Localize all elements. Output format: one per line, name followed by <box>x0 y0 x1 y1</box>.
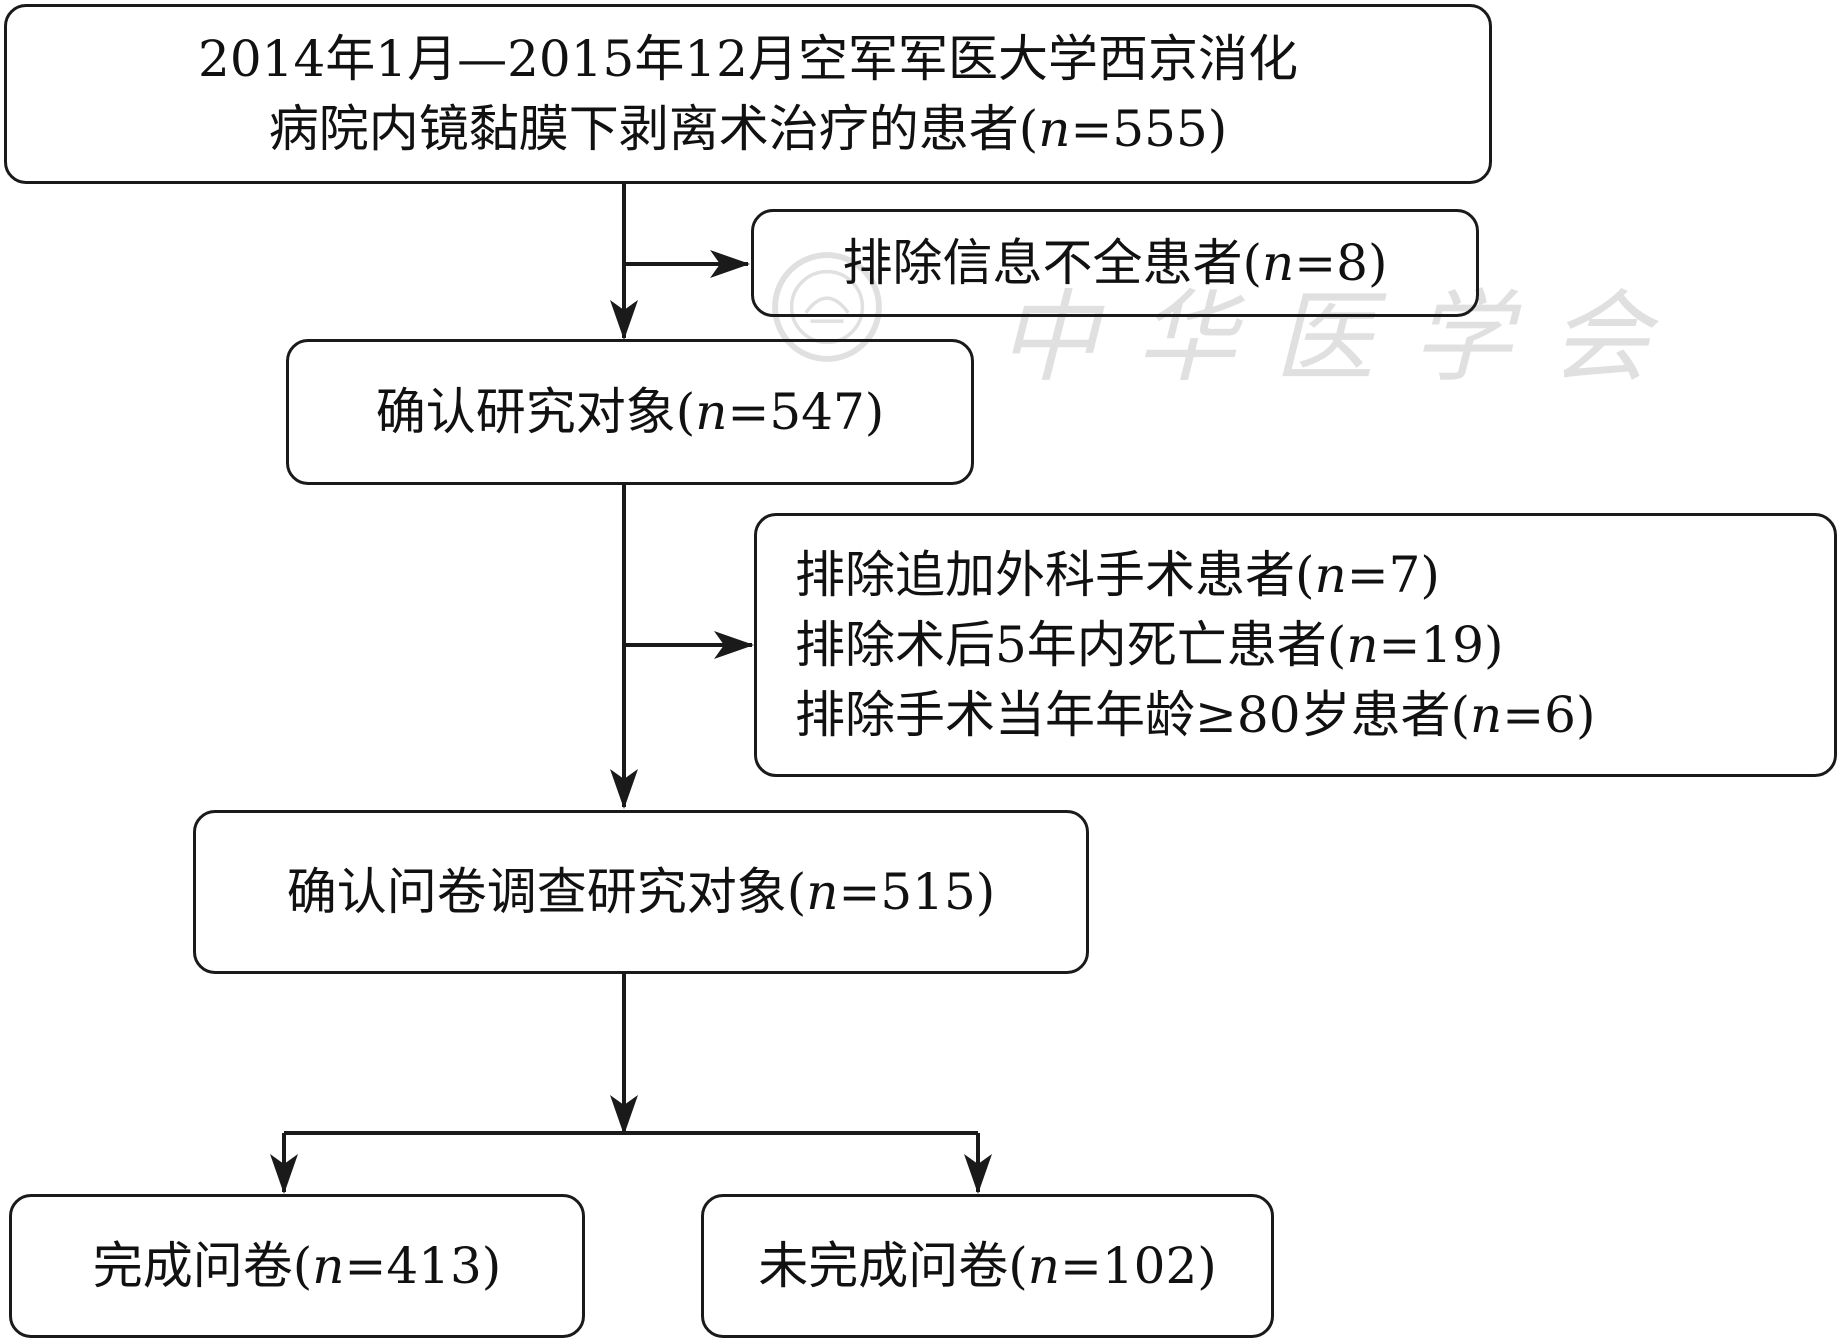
watermark: 中华医学会 <box>768 248 1650 396</box>
incomplete-label: 未完成问卷(n=102) <box>758 1237 1217 1295</box>
confirmed-subjects-label: 确认研究对象(n=547) <box>375 383 885 441</box>
exclude-incomplete-info-box: 排除信息不全患者(n=8) <box>751 209 1479 317</box>
exclude-incomplete-info-label: 排除信息不全患者(n=8) <box>842 234 1388 292</box>
completed-label: 完成问卷(n=413) <box>92 1237 502 1295</box>
incomplete-box: 未完成问卷(n=102) <box>701 1194 1274 1338</box>
survey-subjects-box: 确认问卷调查研究对象(n=515) <box>193 810 1089 974</box>
source-line-1: 2014年1月—2015年12月空军军医大学西京消化 <box>198 30 1298 88</box>
watermark-text: 中华医学会 <box>998 279 1688 396</box>
survey-subjects-label: 确认问卷调查研究对象(n=515) <box>286 863 996 921</box>
exclude-age-label: 排除手术当年年龄≥80岁患者(n=6) <box>795 686 1596 744</box>
completed-box: 完成问卷(n=413) <box>9 1194 585 1338</box>
source-line-2: 病院内镜黏膜下剥离术治疗的患者(n=555) <box>268 100 1228 158</box>
exclude-death-label: 排除术后5年内死亡患者(n=19) <box>795 616 1504 674</box>
exclude-surgery-label: 排除追加外科手术患者(n=7) <box>795 546 1440 604</box>
seal-icon <box>772 252 882 362</box>
source-box: 2014年1月—2015年12月空军军医大学西京消化 病院内镜黏膜下剥离术治疗的… <box>4 4 1492 184</box>
exclude-criteria-box: 排除追加外科手术患者(n=7) 排除术后5年内死亡患者(n=19) 排除手术当年… <box>754 513 1837 777</box>
confirmed-subjects-box: 确认研究对象(n=547) <box>286 339 974 485</box>
